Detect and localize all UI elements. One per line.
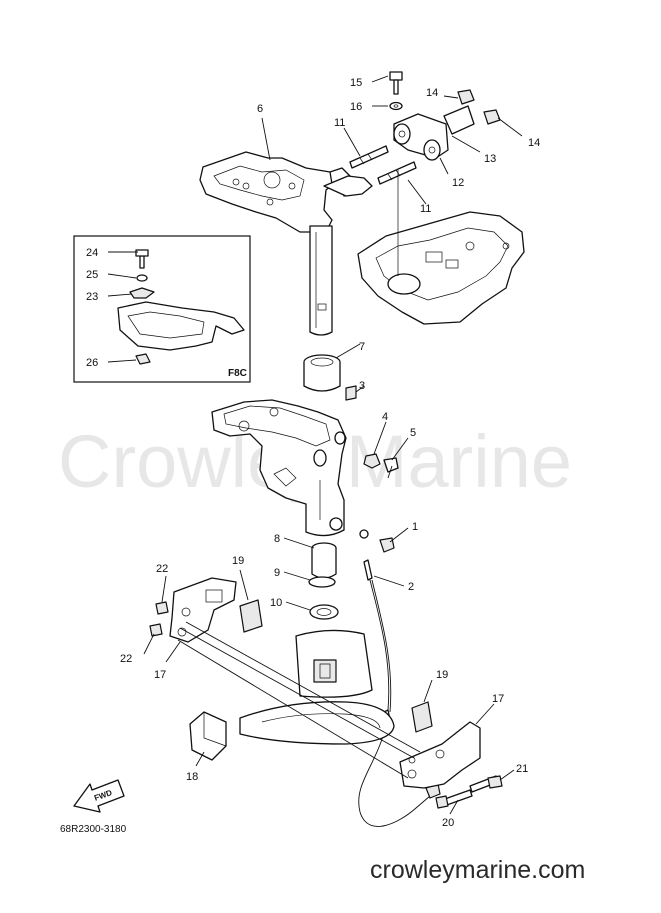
callout-22-lower: 22 xyxy=(120,653,132,665)
through-tube xyxy=(177,621,421,779)
callout-22-upper: 22 xyxy=(156,563,168,575)
swivel-bracket xyxy=(211,399,347,537)
callout-16: 16 xyxy=(350,101,362,113)
callout-21: 21 xyxy=(516,763,528,775)
callout-5: 5 xyxy=(410,427,416,439)
lower-unit-outline xyxy=(239,629,395,745)
callout-25: 25 xyxy=(86,269,98,281)
callout-4: 4 xyxy=(382,411,388,423)
ground-lead xyxy=(358,529,441,827)
footer-url: crowleymarine.com xyxy=(370,856,585,884)
inset-detail-box: F8C xyxy=(73,235,251,383)
callout-11-lower: 11 xyxy=(420,203,431,215)
callout-12: 12 xyxy=(452,177,464,189)
callout-11-upper: 11 xyxy=(334,117,345,129)
callout-14-right: 14 xyxy=(528,137,540,149)
bolt-and-washer xyxy=(389,71,403,111)
inset-tag: F8C xyxy=(228,368,247,379)
clamp-bracket-right xyxy=(399,721,481,789)
callout-17-right: 17 xyxy=(492,693,504,705)
callout-15: 15 xyxy=(350,77,362,89)
steering-bracket xyxy=(199,151,373,336)
lower-bushing-set xyxy=(308,542,339,620)
callout-7: 7 xyxy=(359,341,365,353)
callout-9: 9 xyxy=(274,567,280,579)
callout-6: 6 xyxy=(257,103,263,115)
grease-fittings xyxy=(363,453,399,479)
fasteners-lower xyxy=(149,601,503,809)
callout-19-left: 19 xyxy=(232,555,244,567)
callout-14-upper: 14 xyxy=(426,87,438,99)
callout-23: 23 xyxy=(86,291,98,303)
diagram-code: 68R2300-3180 xyxy=(60,824,127,835)
stud-bolts xyxy=(349,145,417,185)
callout-2: 2 xyxy=(408,581,414,593)
leader-lines xyxy=(107,75,523,815)
pads xyxy=(189,599,433,761)
callout-26: 26 xyxy=(86,357,98,369)
swivel-plate xyxy=(357,170,525,325)
callout-1: 1 xyxy=(412,521,418,533)
upper-bushing xyxy=(303,354,357,401)
callout-18: 18 xyxy=(186,771,198,783)
callout-numbers: 6 11 11 15 16 14 14 13 12 7 3 4 5 1 2 8 … xyxy=(86,77,540,829)
callout-3: 3 xyxy=(359,380,365,392)
callout-8: 8 xyxy=(274,533,280,545)
bracket-cap xyxy=(393,89,501,161)
callout-20: 20 xyxy=(442,817,454,829)
callout-24: 24 xyxy=(86,247,98,259)
callout-19-right: 19 xyxy=(436,669,448,681)
callout-17-left: 17 xyxy=(154,669,166,681)
clamp-bracket-left xyxy=(169,577,237,643)
callout-10: 10 xyxy=(270,597,282,609)
callout-13: 13 xyxy=(484,153,496,165)
fwd-arrow-icon: FWD xyxy=(73,779,125,813)
